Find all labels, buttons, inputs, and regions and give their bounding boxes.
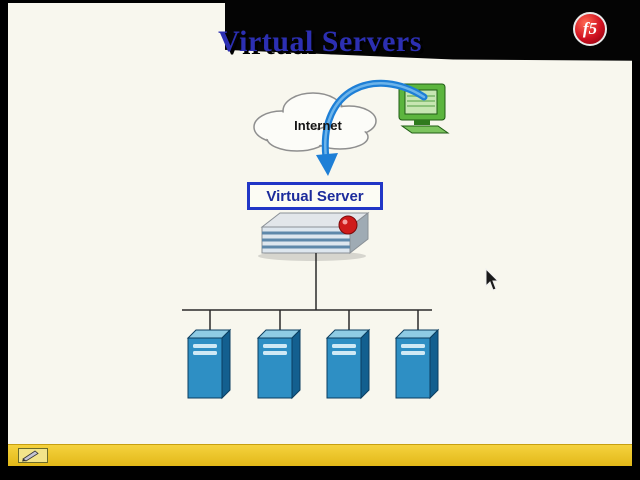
slide-background xyxy=(8,3,632,466)
pen-icon xyxy=(18,448,48,463)
footer-toolbar xyxy=(8,444,632,466)
slide-title: Virtual Servers xyxy=(218,25,422,58)
annotation-pen-button[interactable] xyxy=(18,448,48,463)
f5-logo-text: f5 xyxy=(582,19,598,38)
internet-label: Internet xyxy=(294,118,342,133)
f5-logo-icon: f5 xyxy=(573,12,607,46)
virtual-server-box: Virtual Server xyxy=(247,182,383,210)
virtual-server-label: Virtual Server xyxy=(266,187,364,205)
title-background-swoosh xyxy=(225,0,640,61)
